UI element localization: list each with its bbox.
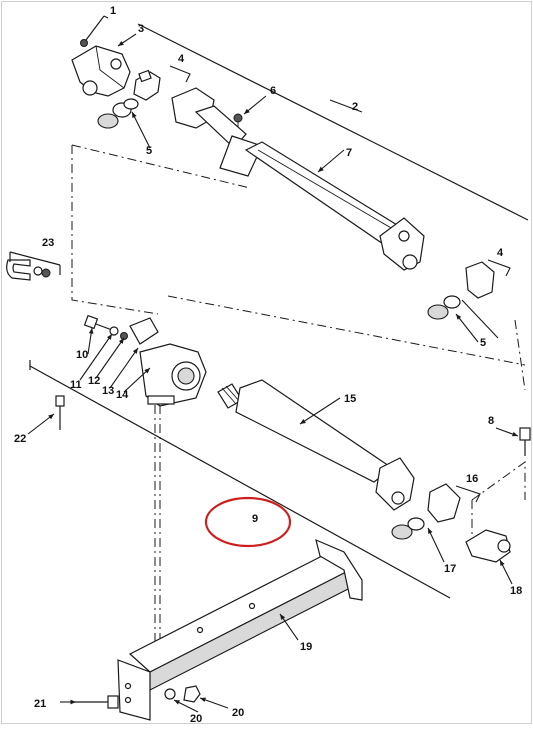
callout-4-right: 4 [497,247,504,259]
callout-15: 15 [344,393,356,405]
callout-10: 10 [76,349,88,361]
callout-9: 9 [252,513,258,525]
u-bolt-group [6,251,61,281]
callout-labels: 1 2 3 4 5 6 7 4 5 23 10 11 12 13 14 15 2… [14,5,522,725]
rear-joint-group [391,483,511,563]
crossmember [117,538,363,721]
spider-cross-2 [465,261,495,299]
bolt-head-1 [80,39,88,47]
front-drive-shaft [171,87,425,271]
leader-arrowhead [500,560,505,566]
top-yoke-assembly [71,15,243,130]
callout-20-left: 20 [190,713,202,725]
callout-8: 8 [488,415,494,427]
leader-arrowhead [88,328,94,334]
nut-20 [183,685,201,703]
callout-5-right: 5 [480,337,486,349]
callout-1: 1 [110,5,116,17]
callout-17: 17 [444,563,456,575]
group-bracket [487,259,511,277]
center-bearing-group [83,314,207,407]
callout-19: 19 [300,641,312,653]
callout-21: 21 [34,698,46,710]
u-bolt [6,259,31,281]
bolt-8 [519,427,531,456]
leader-arrowhead [48,414,54,420]
callout-18: 18 [510,585,522,597]
upper-right-joint [427,261,495,320]
callout-6: 6 [270,85,276,97]
callout-4-top: 4 [178,53,185,65]
leader-lines [27,15,519,713]
leader-line [95,337,125,379]
leader-line [427,527,445,563]
leader-line [317,149,345,173]
leader-line [461,299,499,339]
yoke-bore [82,80,98,96]
leader-line [455,313,479,343]
guide-lines [71,144,526,650]
washer-20 [164,688,176,700]
leader-arrowhead [174,700,180,705]
callout-5-top: 5 [146,145,152,157]
leader-arrowhead [70,699,76,705]
crossmember-top [128,555,352,673]
crossmember-right-bracket [315,538,363,601]
frame-rail-lines [29,23,529,599]
leader-arrowhead [244,108,250,114]
leader-arrowhead [456,314,462,320]
callout-12: 12 [88,375,100,387]
callout-7: 7 [346,147,352,159]
leader-line [123,367,151,393]
bracket-plate [129,317,159,345]
leader-arrowhead [300,419,306,424]
highlight-circle [204,496,292,548]
mount-hardware [74,685,201,709]
leader-line [79,333,113,381]
slip-collar [219,135,263,177]
leader-arrowhead [200,697,206,703]
callout-23: 23 [42,237,54,249]
spider-cross-3 [427,483,461,523]
callout-22: 22 [14,433,26,445]
leader-arrowhead [144,368,150,374]
leader-arrowhead [318,166,324,172]
bearing-cap [97,113,119,129]
group-bracket [455,485,481,503]
crossmember-left-bracket [117,659,151,721]
leader-line [103,15,109,19]
leader-arrowhead [118,338,124,344]
group-bracket [169,65,191,83]
leader-arrowhead [118,40,124,46]
bolt-22 [55,395,65,430]
callout-16: 16 [466,473,478,485]
leader-arrowhead [428,528,433,534]
leader-arrowhead [132,348,138,354]
rear-drive-shaft [217,379,415,511]
rear-shaft-tube [235,379,394,483]
callout-11: 11 [70,379,82,391]
leader-line [131,111,151,149]
leader-line [329,99,363,113]
callout-13: 13 [102,385,114,397]
leader-line [109,347,139,389]
companion-flange [465,529,511,563]
leader-arrowhead [106,334,112,340]
leader-arrowhead [280,614,286,620]
callout-20-right: 20 [232,707,244,719]
leader-arrowhead [512,431,518,437]
leader-line [299,397,341,425]
shaft-tube [244,141,403,247]
callout-3: 3 [138,23,144,35]
leader-arrowhead [132,112,137,118]
callout-2: 2 [352,101,358,113]
bolt-6 [233,113,243,123]
callout-14: 14 [116,389,129,401]
